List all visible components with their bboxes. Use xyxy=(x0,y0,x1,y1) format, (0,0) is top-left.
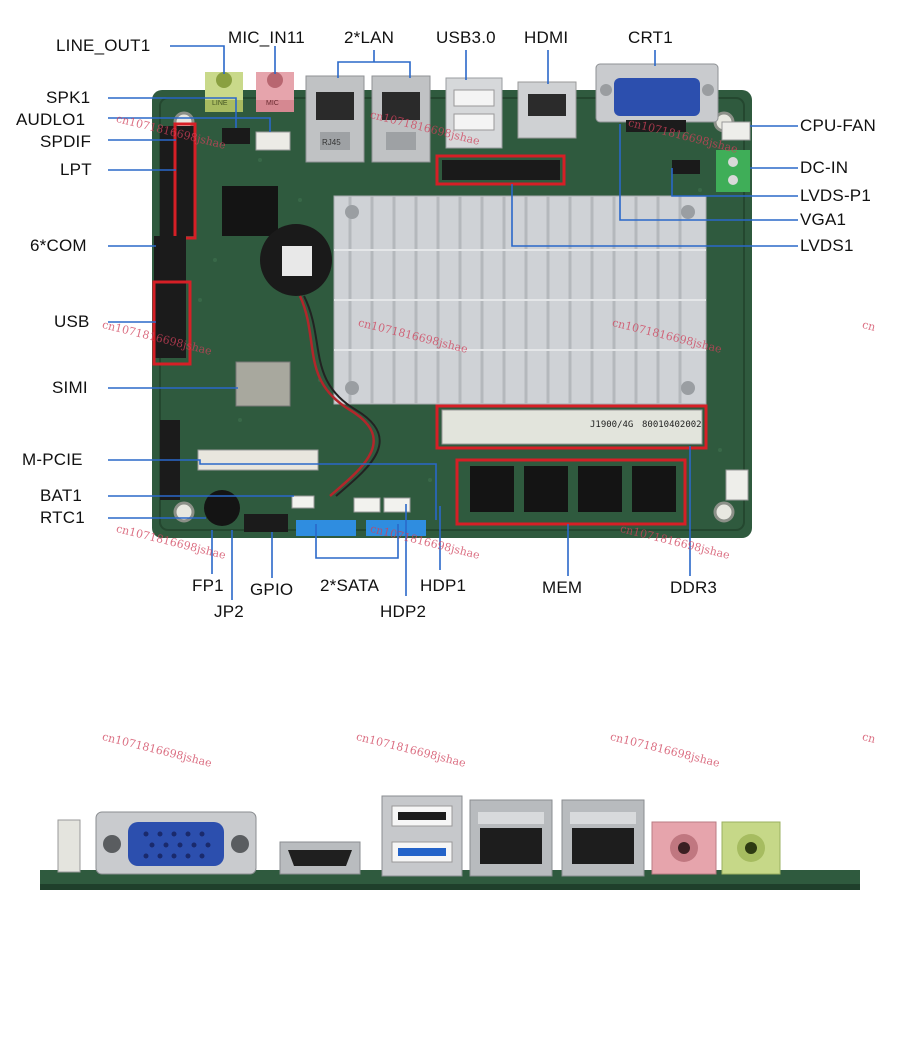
ddr3-highlight xyxy=(435,404,708,450)
label-crt1: CRT1 xyxy=(628,28,673,47)
ram-sticker-1: 80010402002 xyxy=(642,420,702,430)
side-vga-port xyxy=(95,811,257,875)
label-mic-in11: MIC_IN11 xyxy=(228,28,305,47)
sodimm-module xyxy=(441,409,703,445)
lvds-power-header xyxy=(672,160,700,174)
hdmi-port xyxy=(517,81,577,139)
sata-port-2 xyxy=(366,520,426,536)
label-spdif: SPDIF xyxy=(40,132,92,151)
hdp-header-2 xyxy=(383,497,411,513)
side-lan-port-1 xyxy=(469,799,553,877)
label-vga1: VGA1 xyxy=(800,210,847,229)
side-line-jack xyxy=(721,821,781,875)
label-sata: 2*SATA xyxy=(320,576,380,595)
label-bat1: BAT1 xyxy=(40,486,83,505)
rtc-battery xyxy=(204,490,240,526)
label-rtc1: RTC1 xyxy=(40,508,85,527)
ram-sticker-2: J1900/4G xyxy=(590,420,634,430)
bat1-header xyxy=(291,495,315,509)
label-lvds1: LVDS1 xyxy=(800,236,854,255)
com-header xyxy=(154,236,186,358)
label-jp2: JP2 xyxy=(214,602,244,621)
label-usb30: USB3.0 xyxy=(436,28,496,47)
label-cpu-fan: CPU-FAN xyxy=(800,116,877,135)
side-usb-stack xyxy=(381,795,463,877)
com-highlight xyxy=(152,280,192,366)
lvds-header xyxy=(442,160,560,180)
io-panel-side-view xyxy=(40,795,860,890)
spk1-header xyxy=(222,128,250,144)
label-simi: SIMI xyxy=(52,378,88,397)
pink-jack-mark: MIC xyxy=(266,100,279,107)
mpcie-slot xyxy=(197,449,319,471)
fp1-header xyxy=(244,514,288,532)
memory-chips xyxy=(470,466,676,512)
dc-in-connector xyxy=(716,150,750,192)
side-header xyxy=(57,819,81,873)
label-spk1: SPK1 xyxy=(46,88,91,107)
green-jack-mark: LINE xyxy=(212,100,228,107)
usb3-port xyxy=(445,77,503,149)
side-mic-jack xyxy=(651,821,717,875)
label-fp1: FP1 xyxy=(192,576,224,595)
label-mpcie: M-PCIE xyxy=(22,450,83,469)
label-mem: MEM xyxy=(542,578,583,597)
label-gpio: GPIO xyxy=(250,580,294,599)
label-lvds-p1: LVDS-P1 xyxy=(800,186,872,205)
mic-in-jack xyxy=(256,72,294,112)
hdp-header-1 xyxy=(353,497,381,513)
heatsink xyxy=(333,195,707,405)
side-hdmi-port xyxy=(279,841,361,875)
label-hdp1: HDP1 xyxy=(420,576,467,595)
label-lan: 2*LAN xyxy=(344,28,395,47)
label-ddr3: DDR3 xyxy=(670,578,718,597)
super-io-chip xyxy=(222,186,278,236)
label-hdp2: HDP2 xyxy=(380,602,427,621)
lvds-highlight xyxy=(435,154,566,186)
cpu-fan-header xyxy=(721,121,751,141)
label-usb: USB xyxy=(54,312,90,331)
label-lpt: LPT xyxy=(60,160,92,179)
sim-slot xyxy=(235,361,291,407)
lpt-header xyxy=(160,126,194,236)
sata-port-1 xyxy=(296,520,356,536)
label-line-out1: LINE_OUT1 xyxy=(56,36,151,55)
side-lan-port-2 xyxy=(561,799,645,877)
callout-lines xyxy=(108,45,798,600)
lan-port-1 xyxy=(305,75,365,163)
label-hdmi: HDMI xyxy=(524,28,569,47)
label-com: 6*COM xyxy=(30,236,87,255)
audio-header xyxy=(255,131,291,151)
label-dc-in: DC-IN xyxy=(800,158,849,177)
mem-highlight xyxy=(455,458,687,526)
cmos-battery xyxy=(260,224,332,296)
label-audlo1: AUDLO1 xyxy=(16,110,86,129)
lan-port-mark: RJ45 xyxy=(322,138,341,147)
vga-port xyxy=(595,63,719,123)
lan-port-2 xyxy=(371,75,431,163)
motherboard-top-view xyxy=(152,63,752,538)
